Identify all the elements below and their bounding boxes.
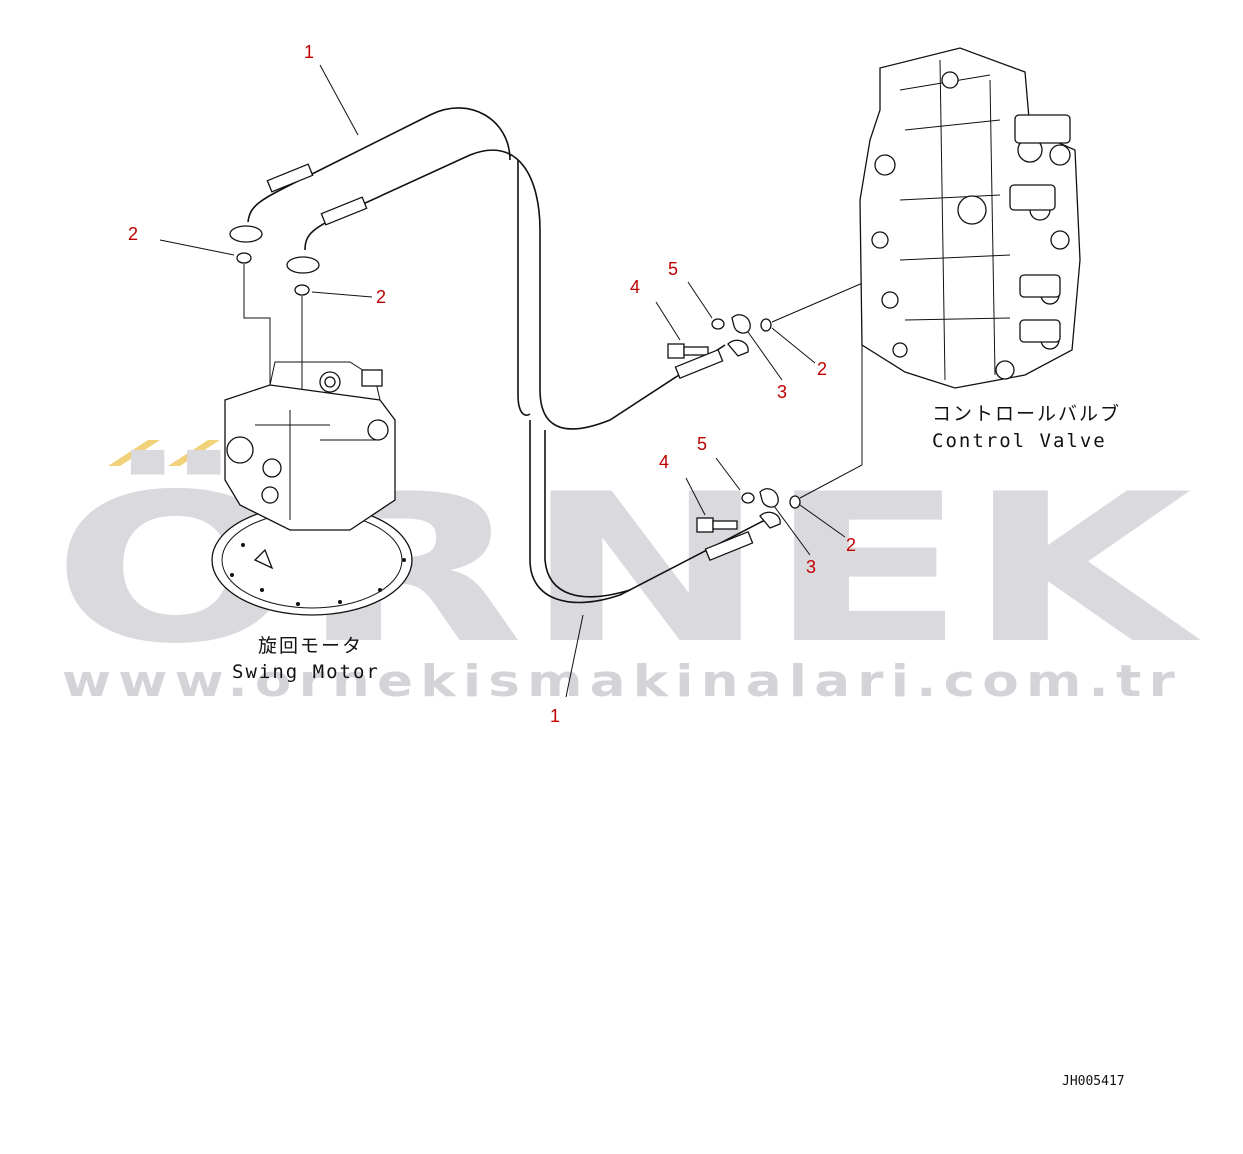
hose-fitting-icon bbox=[727, 339, 749, 357]
swing-motor-label-jp: 旋回モータ bbox=[258, 635, 363, 657]
callout-2-motor-right: 2 bbox=[376, 287, 386, 307]
hose-sleeve-icon bbox=[320, 196, 368, 226]
callouts: 1 2 2 4 5 3 2 4 5 3 2 1 bbox=[128, 42, 856, 726]
watermark-accent-left bbox=[108, 440, 160, 466]
fitting-group-upper bbox=[667, 314, 772, 380]
leader-lines bbox=[159, 64, 846, 698]
hose-upper bbox=[229, 107, 726, 430]
washer-icon bbox=[711, 318, 725, 330]
washer-icon bbox=[741, 492, 755, 504]
bolt-head-icon bbox=[667, 343, 685, 359]
hose-sleeve-icon bbox=[266, 163, 314, 193]
swing-motor-illustration bbox=[211, 361, 413, 616]
control-valve-label-en: Control Valve bbox=[932, 430, 1107, 452]
fitting-group-lower bbox=[696, 488, 801, 562]
callout-3-lower: 3 bbox=[806, 557, 816, 577]
connection-line bbox=[799, 340, 863, 499]
callout-1-lower: 1 bbox=[550, 706, 560, 726]
control-valve-label-jp: コントロールバルブ bbox=[932, 402, 1121, 425]
callout-5-upper: 5 bbox=[668, 259, 678, 279]
o-ring-icon bbox=[789, 495, 801, 509]
callout-2-motor-left: 2 bbox=[128, 224, 138, 244]
flange-icon bbox=[229, 225, 263, 243]
callout-2-valve-lower: 2 bbox=[846, 535, 856, 555]
o-ring-icon bbox=[760, 318, 772, 332]
drawing-id: JH005417 bbox=[1062, 1074, 1125, 1089]
connection-line bbox=[771, 281, 866, 323]
swing-motor-label-en: Swing Motor bbox=[232, 661, 380, 683]
hose-lower bbox=[529, 420, 766, 604]
hose-sleeve-icon bbox=[704, 530, 754, 562]
o-ring-icon bbox=[236, 252, 252, 264]
bolt-shank-icon bbox=[712, 520, 738, 530]
bolt-shank-icon bbox=[683, 346, 709, 356]
callout-2-valve-upper: 2 bbox=[817, 359, 827, 379]
split-flange-icon bbox=[759, 488, 779, 508]
connection-line bbox=[243, 264, 271, 395]
watermark-accent-right bbox=[168, 440, 220, 466]
split-flange-icon bbox=[731, 314, 751, 334]
o-ring-icon bbox=[294, 284, 310, 296]
bolt-head-icon bbox=[696, 517, 714, 533]
flange-icon bbox=[286, 256, 320, 274]
callout-5-lower: 5 bbox=[697, 434, 707, 454]
hose-sleeve-icon bbox=[674, 348, 724, 380]
callout-4-upper: 4 bbox=[630, 277, 640, 297]
control-valve-illustration bbox=[859, 47, 1081, 389]
hose-fitting-icon bbox=[759, 511, 781, 529]
callout-4-lower: 4 bbox=[659, 452, 669, 472]
callout-1-upper: 1 bbox=[304, 42, 314, 62]
watermark-url: www.ornekismakinalari.com.tr bbox=[62, 656, 1182, 707]
callout-3-upper: 3 bbox=[777, 382, 787, 402]
